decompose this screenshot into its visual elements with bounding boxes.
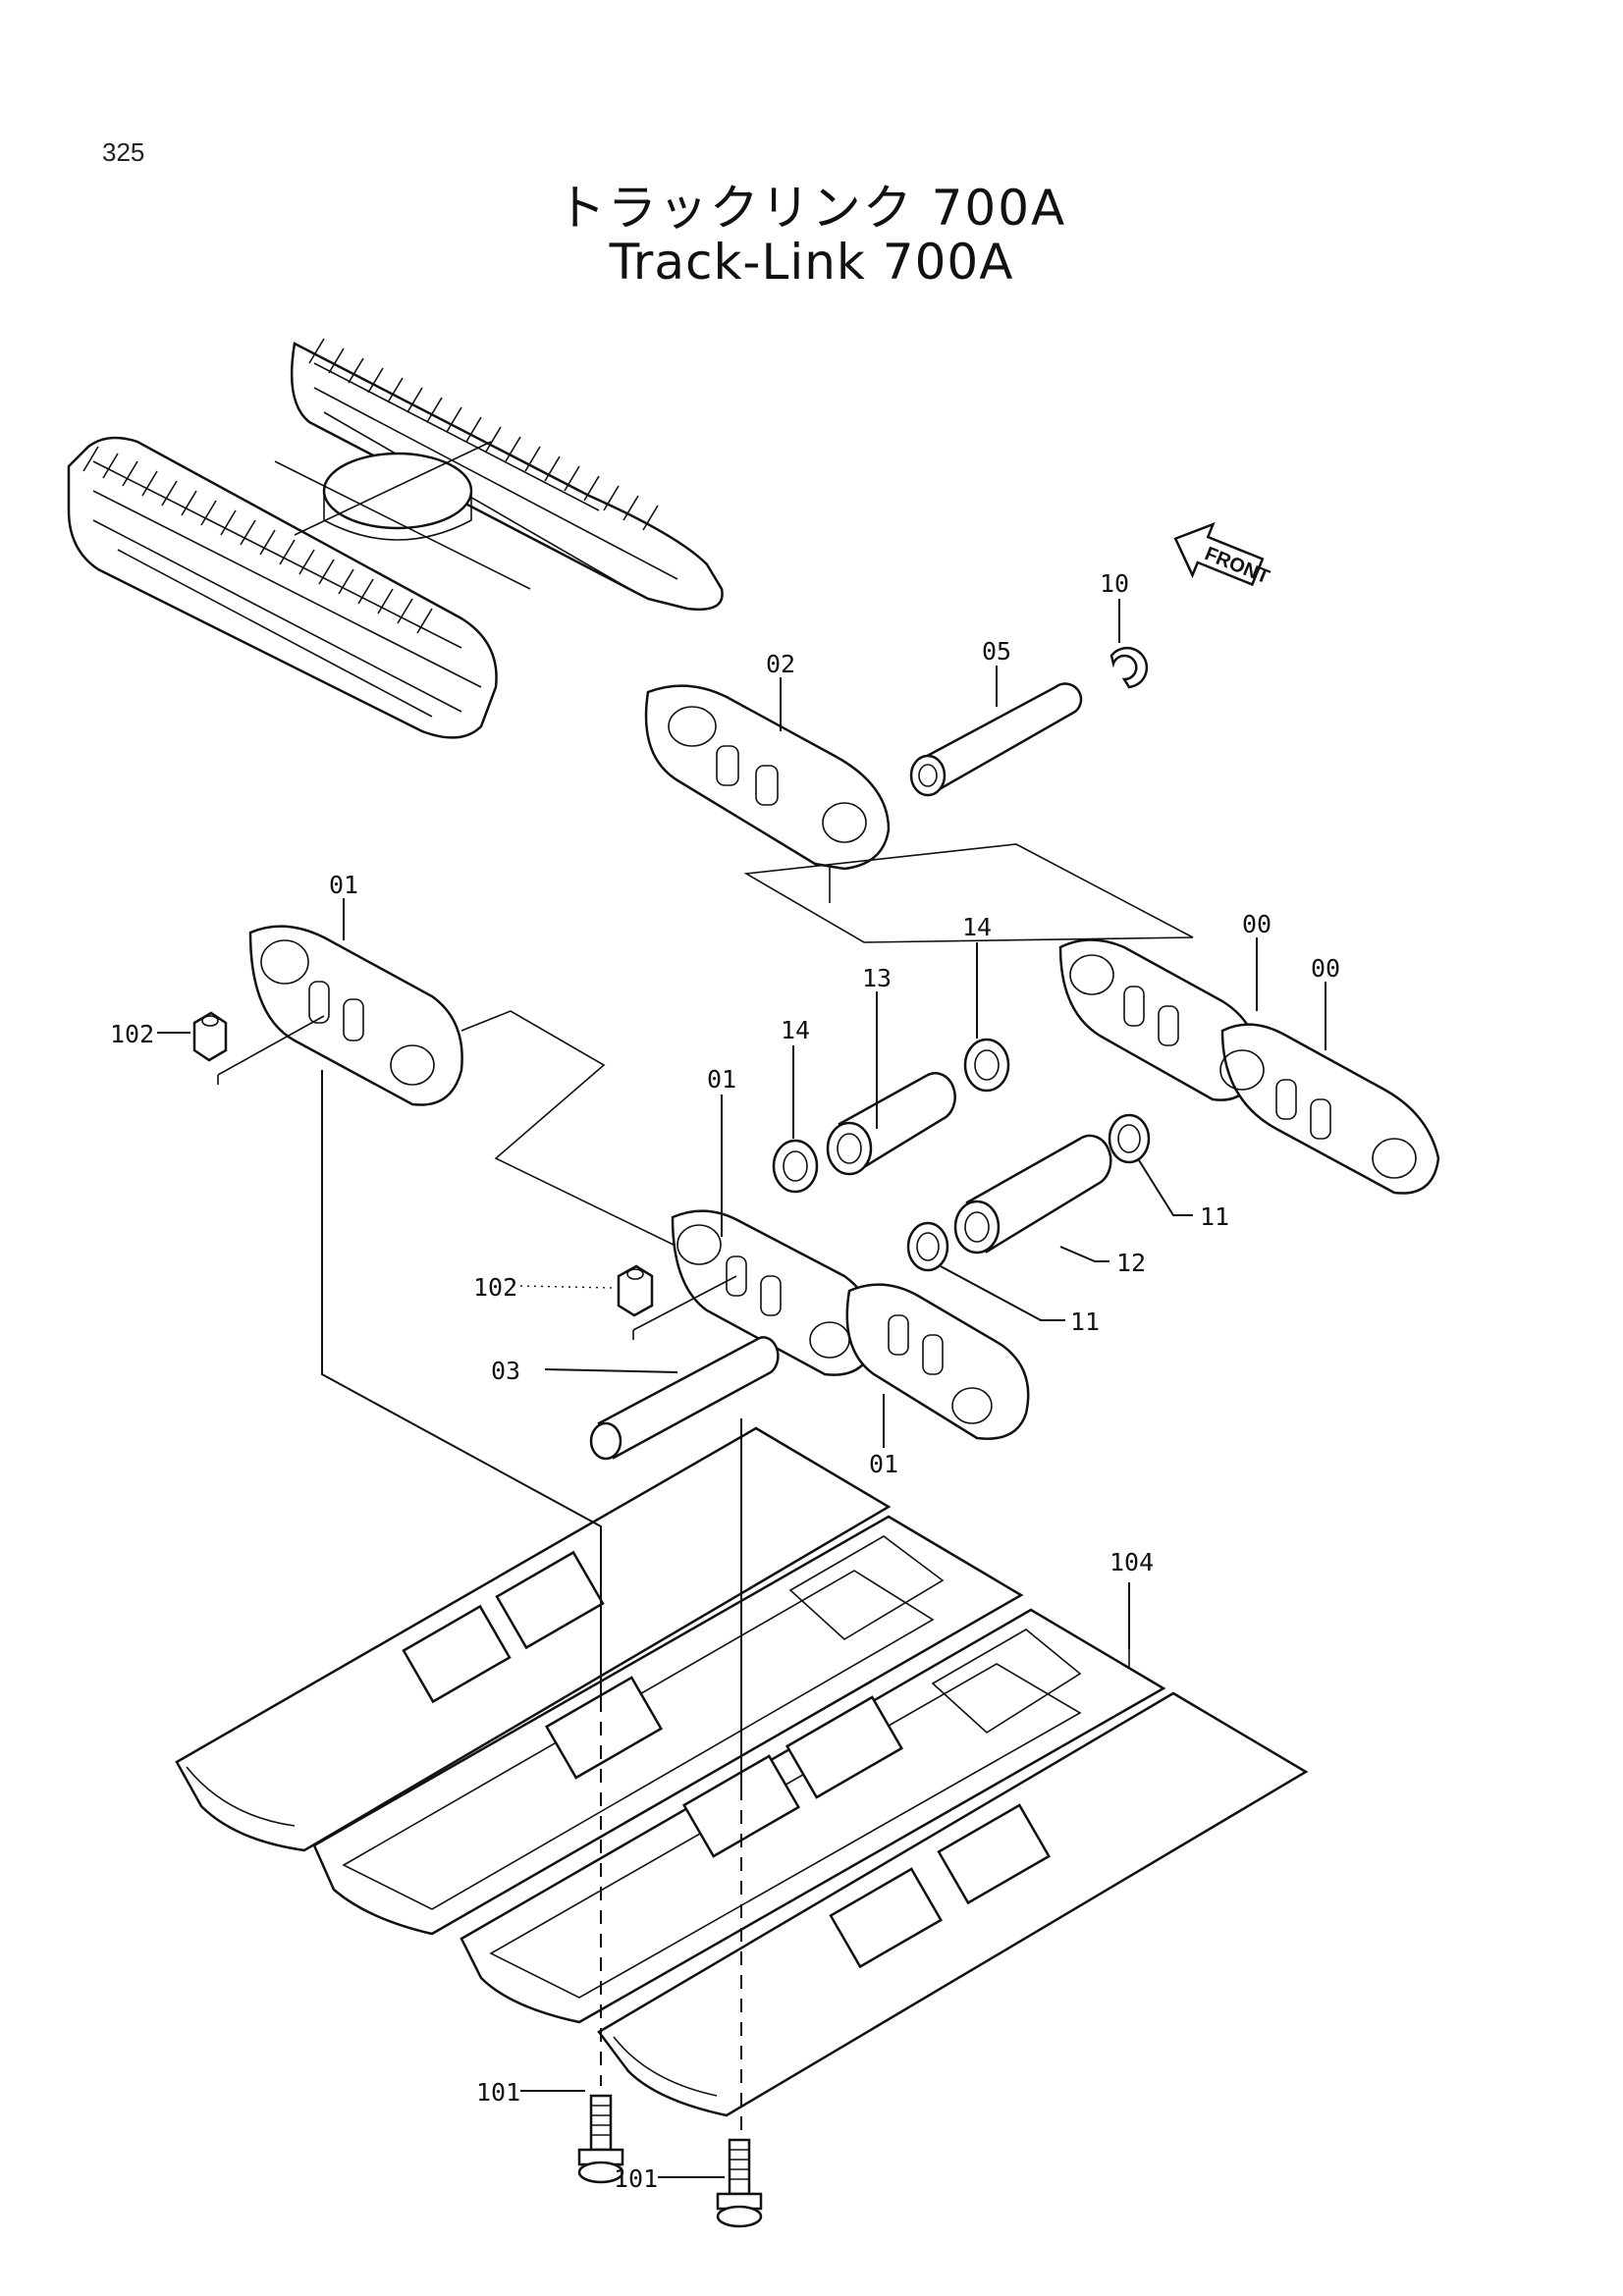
callout-102-upper: 102 (110, 1020, 154, 1048)
callout-05: 05 (982, 637, 1011, 666)
front-direction-arrow: FRONT (1173, 521, 1272, 588)
part-02-master-link (644, 684, 891, 903)
callout-102-lower: 102 (473, 1273, 517, 1302)
part-104-track-shoes (175, 1426, 1309, 2117)
part-00-link-a (1058, 938, 1259, 1101)
part-13-bushing (826, 1072, 956, 1176)
callout-14-left: 14 (781, 1016, 810, 1044)
part-01-link-left (248, 925, 463, 1106)
undercarriage-overview-illustration (67, 338, 724, 739)
part-10-circlip (1109, 646, 1149, 689)
callout-12: 12 (1116, 1249, 1146, 1277)
callout-00-left: 00 (1242, 910, 1271, 938)
assembly-guide-lines (321, 1070, 742, 2130)
part-03-pin (589, 1336, 780, 1461)
callout-11-left: 11 (1070, 1308, 1100, 1336)
part-01-link-lower (845, 1283, 1030, 1440)
assembly-outline-02 (743, 843, 1194, 943)
callout-03: 03 (491, 1357, 520, 1385)
leader-lines (157, 599, 1326, 2178)
callout-14-right: 14 (962, 913, 992, 941)
callout-labels: 10 05 02 01 00 00 14 13 14 01 102 11 12 … (110, 569, 1340, 2193)
callout-101-upper: 101 (476, 2078, 520, 2107)
part-101-bolt-upper (577, 2094, 624, 2184)
callout-13: 13 (862, 964, 892, 992)
callout-104: 104 (1109, 1548, 1154, 1576)
part-05-pin (909, 682, 1083, 797)
part-12-bushing (953, 1134, 1112, 1255)
assembly-outline-01 (460, 1010, 678, 1248)
part-14-seal-left (772, 1139, 819, 1194)
callout-00-right: 00 (1311, 954, 1340, 983)
part-11-seal-right (1108, 1113, 1151, 1164)
callout-01-center: 01 (707, 1065, 736, 1094)
part-102-nut-upper (192, 1011, 325, 1085)
title-english: Track-Link 700A (609, 234, 1014, 291)
callout-02: 02 (766, 650, 795, 678)
page-number: 325 (102, 137, 145, 167)
part-101-bolt-lower (716, 2138, 763, 2228)
part-00-link-b (1219, 1023, 1440, 1195)
callout-11-right: 11 (1200, 1202, 1229, 1231)
title-japanese: トラックリンク 700A (556, 180, 1067, 237)
callout-10: 10 (1100, 569, 1129, 598)
callout-01-upper: 01 (329, 871, 358, 899)
part-102-nut-lower (617, 1264, 737, 1340)
callout-01-lower: 01 (869, 1450, 898, 1478)
callout-101-lower: 101 (614, 2164, 658, 2193)
part-14-seal-right (963, 1038, 1010, 1093)
part-11-seal-left (906, 1221, 949, 1272)
